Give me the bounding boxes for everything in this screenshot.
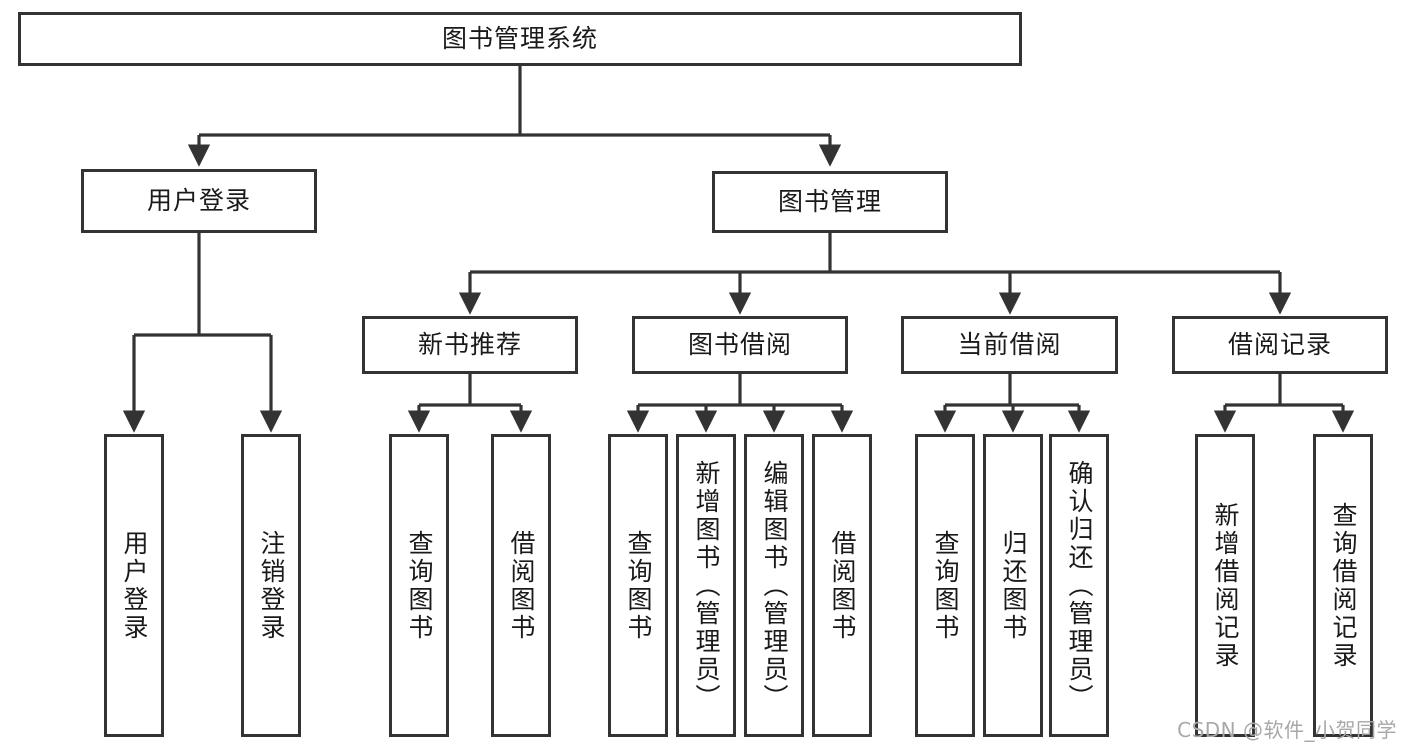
node-book-management-label: 图书管理: [777, 187, 882, 216]
node-leaf-add-book-label: 新增图书（管理员）: [692, 459, 721, 712]
node-leaf-query-book-3-label: 查询图书: [931, 529, 960, 642]
node-new-book-recommend-label: 新书推荐: [417, 330, 522, 359]
node-leaf-add-borrow-record-label: 新增借阅记录: [1211, 501, 1240, 670]
node-leaf-borrow-book-2[interactable]: 借阅图书: [812, 434, 872, 737]
node-leaf-logout-login-label: 注销登录: [257, 529, 286, 642]
node-leaf-query-book-1[interactable]: 查询图书: [389, 434, 449, 737]
node-leaf-add-book[interactable]: 新增图书（管理员）: [676, 434, 736, 737]
node-leaf-logout-login[interactable]: 注销登录: [241, 434, 301, 737]
node-leaf-return-book[interactable]: 归还图书: [983, 434, 1043, 737]
node-leaf-query-book-3[interactable]: 查询图书: [915, 434, 975, 737]
node-leaf-confirm-return-label: 确认归还（管理员）: [1065, 459, 1094, 712]
node-book-borrow-label: 图书借阅: [687, 330, 792, 359]
node-leaf-user-login[interactable]: 用户登录: [104, 434, 164, 737]
node-leaf-add-borrow-record[interactable]: 新增借阅记录: [1195, 434, 1255, 737]
node-borrow-record[interactable]: 借阅记录: [1172, 316, 1388, 374]
node-leaf-query-borrow-record-label: 查询借阅记录: [1329, 501, 1358, 670]
node-leaf-edit-book[interactable]: 编辑图书（管理员）: [744, 434, 804, 737]
node-book-borrow[interactable]: 图书借阅: [632, 316, 848, 374]
node-leaf-user-login-label: 用户登录: [120, 529, 149, 642]
node-leaf-query-book-2[interactable]: 查询图书: [608, 434, 668, 737]
node-leaf-query-book-1-label: 查询图书: [405, 529, 434, 642]
node-leaf-query-book-2-label: 查询图书: [624, 529, 653, 642]
node-leaf-confirm-return[interactable]: 确认归还（管理员）: [1049, 434, 1109, 737]
node-leaf-query-borrow-record[interactable]: 查询借阅记录: [1313, 434, 1373, 737]
node-root-label: 图书管理系统: [441, 24, 598, 53]
node-book-management[interactable]: 图书管理: [712, 171, 948, 233]
node-new-book-recommend[interactable]: 新书推荐: [362, 316, 578, 374]
node-current-borrow-label: 当前借阅: [957, 330, 1062, 359]
node-leaf-borrow-book-1-label: 借阅图书: [507, 529, 536, 642]
node-leaf-return-book-label: 归还图书: [999, 529, 1028, 642]
node-borrow-record-label: 借阅记录: [1227, 330, 1332, 359]
csdn-watermark: CSDN @软件_小贺同学: [1177, 718, 1397, 742]
node-user-login-label: 用户登录: [146, 186, 251, 215]
node-user-login[interactable]: 用户登录: [81, 169, 317, 233]
node-root[interactable]: 图书管理系统: [18, 12, 1022, 66]
node-leaf-borrow-book-2-label: 借阅图书: [828, 529, 857, 642]
node-leaf-edit-book-label: 编辑图书（管理员）: [760, 459, 789, 712]
node-leaf-borrow-book-1[interactable]: 借阅图书: [491, 434, 551, 737]
node-current-borrow[interactable]: 当前借阅: [901, 316, 1118, 374]
